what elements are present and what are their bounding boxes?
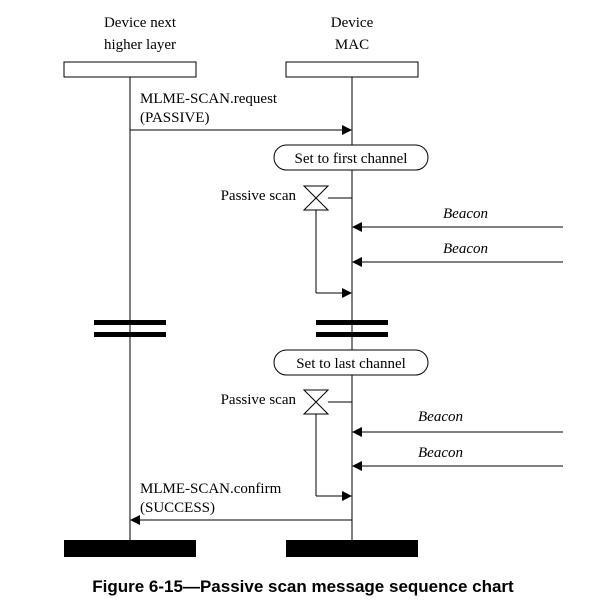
left-lifeline-title-line2: higher layer	[104, 37, 176, 53]
left-break-marker-top	[94, 320, 166, 325]
left-lifeline-end-bar	[64, 540, 196, 557]
right-lifeline-header-box	[285, 61, 419, 78]
right-lifeline-end-bar	[286, 540, 418, 557]
left-lifeline-header-box	[63, 61, 197, 78]
beacon-label-1: Beacon	[443, 206, 488, 222]
left-lifeline-title-line1: Device next	[104, 15, 177, 31]
right-lifeline-title-line2: MAC	[335, 37, 369, 53]
beacon-label-2: Beacon	[443, 241, 488, 257]
passive-scan-timer-label-first: Passive scan	[221, 188, 297, 204]
passive-scan-timer-last-icon	[302, 389, 330, 415]
confirm-message-label-line1: MLME-SCAN.confirm	[140, 481, 282, 497]
state-last-channel-label: Set to last channel	[296, 356, 406, 372]
figure-caption: Figure 6-15—Passive scan message sequenc…	[92, 577, 514, 596]
passive-scan-timer-label-last: Passive scan	[221, 392, 297, 408]
state-last-channel-box	[273, 349, 429, 376]
beacon-label-3: Beacon	[418, 409, 463, 425]
right-break-marker-bottom	[316, 332, 388, 337]
right-lifeline-title-line1: Device	[331, 15, 374, 31]
request-message-label-line2: (PASSIVE)	[140, 110, 209, 126]
state-first-channel-label: Set to first channel	[295, 151, 408, 167]
right-break-marker-top	[316, 320, 388, 325]
beacon-label-4: Beacon	[418, 445, 463, 461]
left-break-marker-bottom	[94, 332, 166, 337]
request-message-label-line1: MLME-SCAN.request	[140, 91, 278, 107]
confirm-message-label-line2: (SUCCESS)	[140, 500, 215, 516]
state-first-channel-box	[273, 144, 429, 171]
passive-scan-timer-first-icon	[302, 185, 330, 211]
